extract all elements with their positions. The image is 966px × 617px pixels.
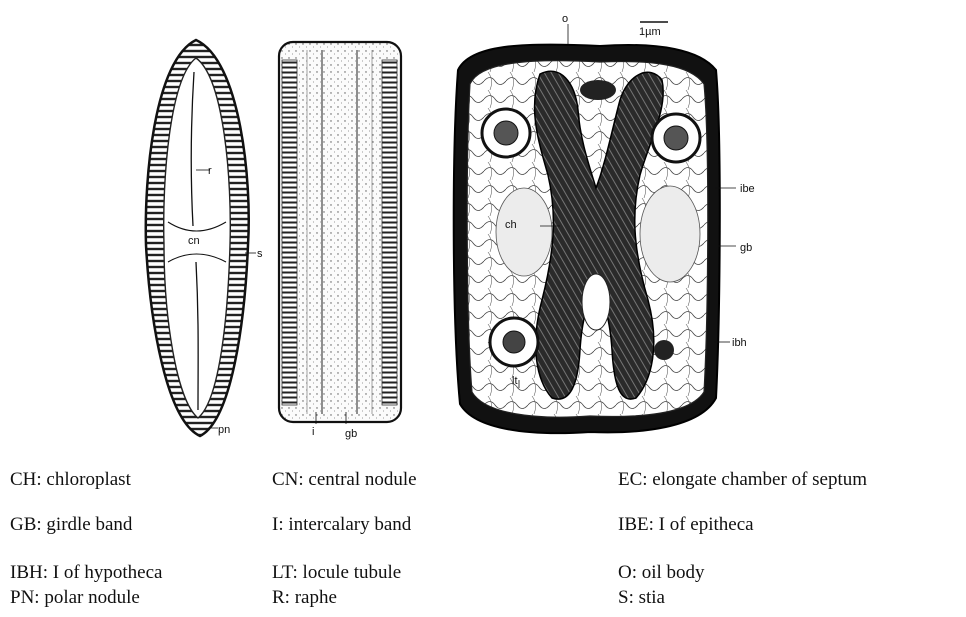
label-cn: cn [188, 235, 200, 247]
label-o: o [562, 13, 568, 25]
valve-view-drawing [146, 40, 256, 436]
label-i: i [312, 426, 314, 438]
label-scale-bar: 1µm [639, 26, 661, 38]
label-lt: lt [512, 375, 518, 387]
label-gb-cell: gb [740, 242, 752, 254]
legend-item-ibh: IBH: I of hypotheca [10, 562, 162, 584]
legend-item-r: R: raphe [272, 587, 337, 609]
legend-item-ibe: IBE: I of epitheca [618, 514, 754, 536]
legend: CH: chloroplast CN: central nodule EC: e… [0, 455, 966, 617]
legend-item-ec: EC: elongate chamber of septum [618, 469, 867, 491]
legend-item-gb: GB: girdle band [10, 514, 132, 536]
label-gb-girdle: gb [345, 428, 357, 440]
girdle-view-drawing [279, 42, 401, 424]
label-s: s [257, 248, 263, 260]
cell-section-drawing [454, 22, 736, 433]
label-pn: pn [218, 424, 230, 436]
legend-item-lt: LT: locule tubule [272, 562, 401, 584]
legend-item-o: O: oil body [618, 562, 705, 584]
legend-item-i: I: intercalary band [272, 514, 411, 536]
legend-item-cn: CN: central nodule [272, 469, 417, 491]
label-ch: ch [505, 219, 517, 231]
label-r: r [208, 165, 212, 177]
legend-item-s: S: stia [618, 587, 665, 609]
diatom-figure: r cn s pn i gb [0, 0, 966, 450]
legend-item-ch: CH: chloroplast [10, 469, 131, 491]
legend-item-pn: PN: polar nodule [10, 587, 140, 609]
label-ibe: ibe [740, 183, 755, 195]
label-ibh: ibh [732, 337, 747, 349]
